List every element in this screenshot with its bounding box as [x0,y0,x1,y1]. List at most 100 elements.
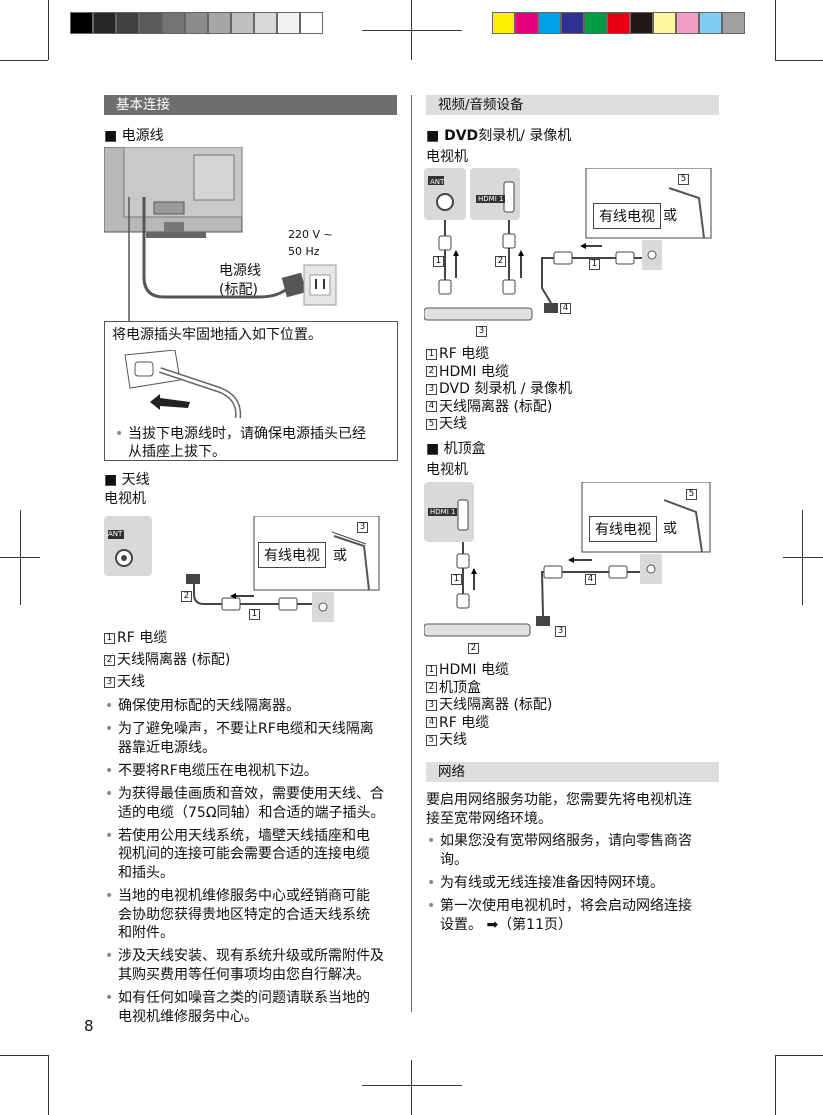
bullet-item: 如有任何如噪音之类的问题请联系当地的 [105,989,370,1007]
or-label: 或 [333,548,347,564]
stb-title: ■ 机顶盒 [426,441,486,457]
callout-2: 2 [181,591,192,602]
color-swatch [561,12,584,34]
bullet-item-cont: 适的电缆（75Ω同轴）和合适的端子插头。 [118,804,385,821]
legend-number: 4 [426,717,437,728]
bullet-item-cont: 其购买费用等任何事项均由您自行解决。 [118,966,370,983]
legend-number: 3 [104,676,115,688]
dvd-title-bold: ■ DVD [426,128,479,144]
legend-number: 3 [426,383,437,395]
bullet-item: 确保使用标配的天线隔离器。 [105,697,300,715]
column-divider [411,95,412,1012]
crop-mark [0,60,48,61]
legend-number: 5 [426,418,437,430]
stb-or-label: 或 [663,521,677,537]
color-swatch [653,12,676,34]
grey-swatch [139,12,162,34]
color-swatch [676,12,699,34]
dvd-callout-1b: 1 [589,259,600,270]
legend-number: 5 [426,734,437,746]
antenna-diagram [104,516,380,622]
color-swatch [492,12,515,34]
stb-cable-tv-box: 有线电视 [589,516,657,542]
grey-swatch [277,12,300,34]
dvd-callout-3: 3 [476,326,487,337]
antenna-tv-label: 电视机 [104,491,146,507]
grey-swatch [185,12,208,34]
crop-mark [48,0,49,60]
stb-callout-1: 1 [451,574,462,585]
legend-number: 1 [426,664,437,676]
grey-swatch [300,12,323,34]
registration-mark [411,0,412,60]
cable-tv-label: 有线电视 [264,548,320,564]
legend-number: 2 [426,682,437,693]
registration-mark [802,510,803,605]
registration-mark [783,557,823,558]
cable-tv-box: 有线电视 [258,542,326,568]
power-plug-illustration [124,350,242,419]
legend-text: 天线隔离器 (标配) [117,652,231,668]
stb-cable-tv-label: 有线电视 [595,522,651,538]
section-header-basic-connection: 基本连接 [104,95,397,115]
legend-text: DVD 刻录机 / 录像机 [439,381,572,397]
dvd-cable-tv-box: 有线电视 [593,203,661,229]
legend-text: 天线 [439,732,467,748]
legend-number: 1 [104,632,115,644]
voltage-label: 220 V ~ [288,228,333,241]
legend-number: 4 [426,401,437,412]
grey-swatch [116,12,139,34]
stb-connection-diagram [424,482,711,637]
grey-swatch [162,12,185,34]
legend-number: 2 [426,366,437,377]
dvd-cable-tv-label: 有线电视 [599,209,655,225]
crop-mark [775,1055,823,1056]
bullet-item: 为了避免噪声，不要让RF电缆和天线隔离 [105,720,374,738]
bullet-item: 当地的电视机维修服务中心或经销商可能 [105,887,370,905]
stb-tv-label: 电视机 [426,462,468,478]
registration-mark [362,30,462,31]
bullet-item: 为获得最佳画质和音效，需要使用天线、合 [105,785,384,803]
antenna-title: ■ 天线 [104,472,150,488]
grey-swatch [70,12,93,34]
legend-number: 3 [426,699,437,711]
power-note-bullet-cont: 从插座上拔下。 [128,444,226,460]
power-cord-title: ■ 电源线 [104,128,164,144]
bullet-item-cont: 设置。 ➡（第11页） [440,917,572,933]
bullet-item: 如果您没有宽带网络服务，请向零售商咨 [427,832,692,850]
grey-swatch [254,12,277,34]
dvd-title-rest: 刻录机/ 录像机 [478,128,572,144]
legend-text: 机顶盒 [439,679,481,696]
color-swatch [584,12,607,34]
crop-mark [775,60,823,61]
legend-number: 2 [104,654,115,666]
power-note-bullet: 当拔下电源线时，请确保电源插头已经 [115,425,366,443]
grey-swatch [231,12,254,34]
color-swatch [538,12,561,34]
dvd-hdmi-tag: HDMI 1 [476,195,506,203]
legend-number: 1 [426,348,437,360]
color-calibration-bar [492,12,745,34]
grey-swatch [93,12,116,34]
legend-text: 天线 [117,674,145,690]
legend-text: HDMI 电缆 [439,363,509,380]
bullet-item-cont: 和附件。 [118,925,174,942]
bullet-item: 为有线或无线连接准备因特网环境。 [427,874,664,892]
legend-text: RF 电缆 [439,714,490,731]
bullet-item-cont: 会协助您获得贵地区特定的合适天线系统 [118,906,370,923]
network-intro: 要启用网络服务功能，您需要先将电视机连 [426,792,692,808]
grey-calibration-bar [70,12,323,34]
bullet-item-cont: 视机间的连接可能会需要合适的连接电缆 [118,846,370,863]
ant-tag: ANT [108,530,123,538]
bullet-item-cont: 电视机维修服务中心。 [118,1008,258,1025]
registration-mark [20,510,21,605]
bullet-item-cont: 询。 [440,852,468,868]
